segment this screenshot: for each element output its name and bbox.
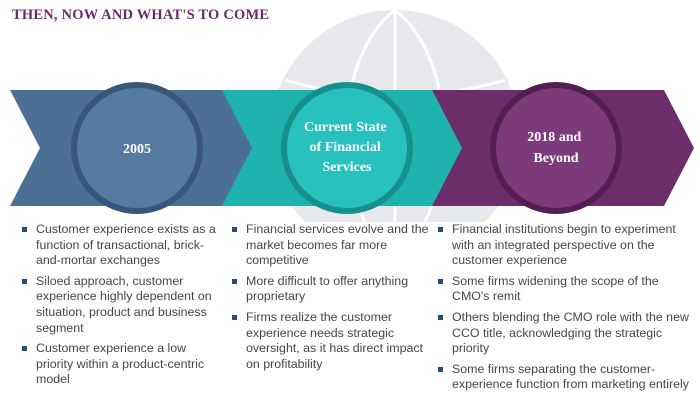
timeline-diagram: 2005 Current State of Financial Services… — [10, 8, 694, 222]
page-title: THEN, NOW AND WHAT'S TO COME — [12, 7, 270, 23]
list-item: Customer experience a low priority withi… — [22, 341, 222, 388]
circle-2005 — [71, 82, 203, 214]
list-item: Financial institutions begin to experime… — [438, 222, 690, 269]
list-item: Firms realize the customer experience ne… — [232, 310, 432, 372]
stage-label-line: Services — [323, 160, 373, 175]
circle-2018-beyond — [490, 82, 622, 214]
list-item: Others blending the CMO role with the ne… — [438, 310, 690, 357]
list-item: Some firms widening the scope of the CMO… — [438, 274, 690, 305]
stage-label-2018-beyond: 2018 and Beyond — [527, 130, 585, 166]
stage-label-line: of Financial — [310, 140, 381, 155]
list-item: More difficult to offer anything proprie… — [232, 274, 432, 305]
list-item: Customer experience exists as a function… — [22, 222, 222, 269]
bullets-current-state: Financial services evolve and the market… — [232, 222, 432, 377]
stage-label-line: Beyond — [533, 151, 578, 166]
list-item: Siloed approach, customer experience hig… — [22, 274, 222, 336]
list-item: Financial services evolve and the market… — [232, 222, 432, 269]
circle-current-state — [281, 82, 413, 214]
bullets-2005: Customer experience exists as a function… — [22, 222, 222, 393]
stage-label-line: 2005 — [123, 142, 151, 157]
stage-label-2005: 2005 — [123, 142, 151, 157]
stage-label-line: 2018 and — [527, 130, 581, 145]
list-item: Some firms separating the customer-exper… — [438, 362, 690, 393]
stage-label-current-state: Current State of Financial Services — [304, 120, 390, 175]
bullets-2018-beyond: Financial institutions begin to experime… — [438, 222, 690, 398]
stage-label-line: Current State — [304, 120, 387, 135]
